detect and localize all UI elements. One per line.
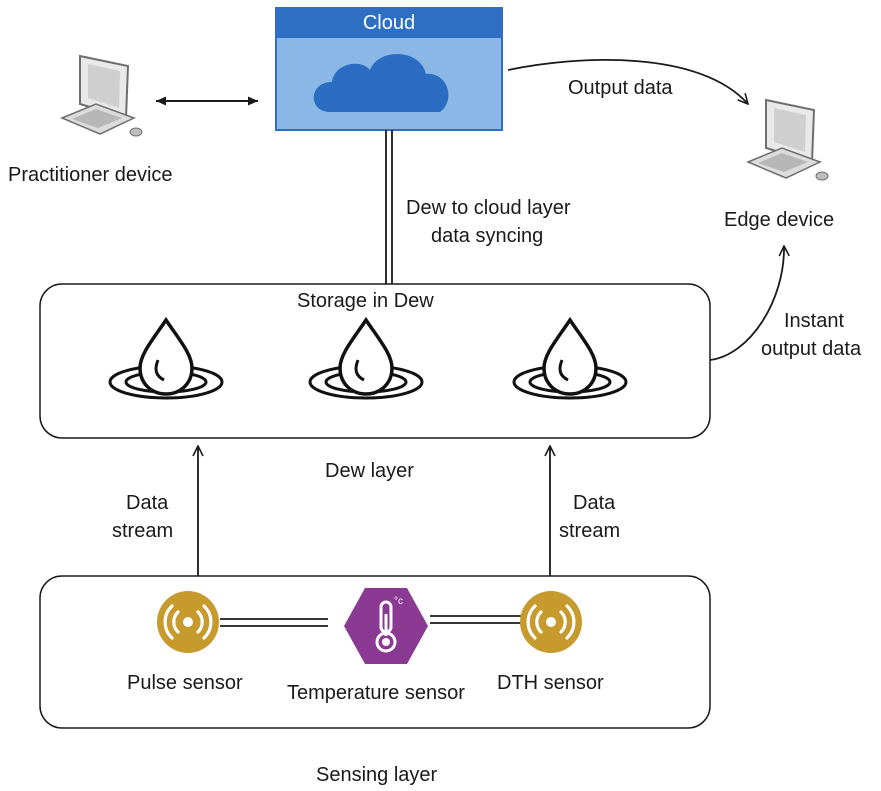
dew-layer-label: Dew layer bbox=[325, 460, 414, 482]
instant-output-arrow bbox=[709, 246, 784, 361]
pulse-sensor-icon bbox=[157, 591, 219, 653]
cloud-icon bbox=[313, 53, 449, 112]
dth-sensor-label: DTH sensor bbox=[497, 672, 604, 694]
storage-in-dew-label: Storage in Dew bbox=[297, 290, 434, 312]
edge-device-label: Edge device bbox=[724, 209, 835, 231]
cloud-title: Cloud bbox=[362, 12, 416, 34]
data-stream-right-line1: Data bbox=[573, 492, 616, 514]
data-stream-left-line2: stream bbox=[112, 520, 174, 542]
pulse-sensor-label: Pulse sensor bbox=[127, 672, 243, 694]
sync-label-line2: data syncing bbox=[431, 225, 544, 247]
temperature-dth-link bbox=[430, 615, 526, 624]
dew-drop-icon bbox=[512, 316, 628, 400]
dew-cloud-sync-line bbox=[385, 130, 393, 284]
data-stream-right-line2: stream bbox=[559, 520, 621, 542]
instant-output-label-line2: output data bbox=[761, 338, 862, 360]
practitioner-device-label: Practitioner device bbox=[8, 164, 173, 186]
pulse-temperature-link bbox=[220, 618, 328, 627]
temperature-sensor-label: Temperature sensor bbox=[287, 682, 465, 704]
data-stream-left-line1: Data bbox=[126, 492, 169, 514]
dew-drop-icon bbox=[108, 316, 224, 400]
sensing-layer-label: Sensing layer bbox=[316, 764, 438, 786]
output-data-arrow bbox=[507, 59, 748, 104]
temperature-sensor-icon: °c bbox=[344, 588, 428, 664]
sync-label-line1: Dew to cloud layer bbox=[406, 197, 571, 219]
practitioner-device-icon bbox=[60, 54, 143, 137]
output-data-label: Output data bbox=[568, 77, 673, 99]
dew-drop-icon bbox=[308, 316, 424, 400]
dth-sensor-icon bbox=[520, 591, 582, 653]
edge-device-icon bbox=[746, 98, 829, 181]
cloud-box bbox=[275, 7, 503, 131]
temperature-unit: °c bbox=[394, 596, 403, 607]
instant-output-label-line1: Instant bbox=[784, 310, 845, 332]
